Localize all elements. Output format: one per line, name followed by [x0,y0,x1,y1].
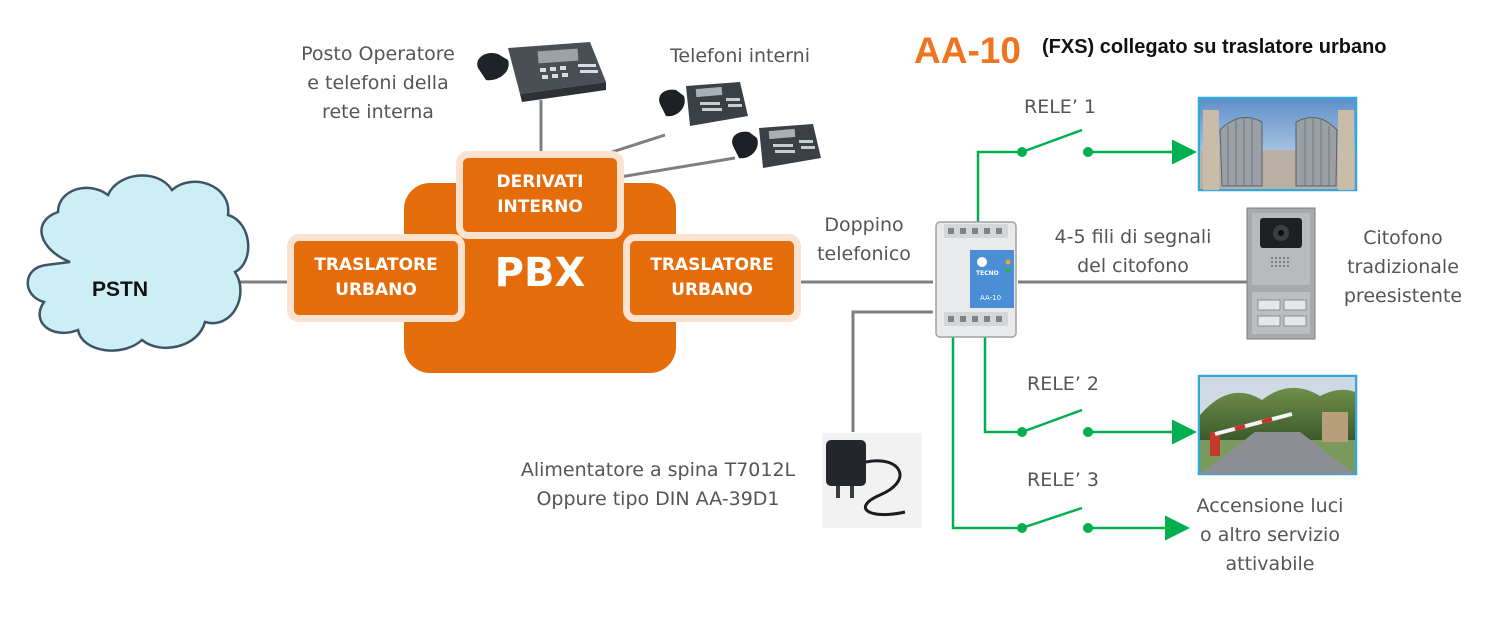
din-device-icon: TECNO AA-10 [935,221,1017,338]
lights-label-line3: attivabile [1225,553,1315,575]
extensions-box-line1: DERIVATI [496,172,584,192]
power-supply-label-line2: Oppure tipo DIN AA-39D1 [536,488,780,510]
intercom-label-line2: tradizionale [1347,256,1459,278]
pbx-label: PBX [494,250,586,296]
desk-phone-icon [477,42,606,102]
operator-label-line3: rete interna [322,101,434,123]
lights-label-line1: Accensione luci [1196,495,1344,517]
relay-contacts [1017,147,1093,533]
power-supply-label-line1: Alimentatore a spina T7012L [520,459,796,481]
desk-phone-icon [659,82,748,126]
trunk-box-left-line2: URBANO [335,280,417,300]
pstn-label: PSTN [91,278,148,301]
trunk-box-right-line1: TRASLATORE [650,255,774,275]
intercom-wires-label-line1: 4-5 fili di segnali [1054,226,1212,248]
extensions-box: DERIVATI INTERNO [456,151,624,239]
operator-label-line2: e telefoni della [307,72,449,94]
phone2-link [619,156,736,179]
lights-label: Accensione luci o altro servizio attivab… [1192,492,1348,579]
pair-label: Doppino telefonico [804,211,924,269]
operator-label-line1: Posto Operatore [301,43,455,65]
phone1-link [611,133,666,154]
barrier-photo-icon [1197,374,1358,476]
internal-phones-label: Telefoni interni [670,45,810,67]
relay3-wire [951,335,1022,530]
gate-photo-icon [1197,96,1358,192]
operator-label: Posto Operatore e telefoni della rete in… [288,40,468,127]
pair-label-line1: Doppino [824,214,904,236]
trunk-box-left: TRASLATORE URBANO [287,234,465,322]
trunk-box-right-line2: URBANO [671,280,753,300]
intercom-label-line1: Citofono [1363,227,1443,249]
device-model-label: AA-10 [980,294,1001,302]
intercom-label: Citofono tradizionale preesistente [1330,224,1476,311]
cloud-icon [26,174,250,352]
gray-links [225,100,1255,432]
model-title: AA-10 [914,30,1021,71]
relay1-label: RELE’ 1 [1024,96,1096,118]
device-brand-label: TECNO [976,270,999,277]
intercom-panel-icon [1246,207,1316,340]
intercom-label-line3: preesistente [1343,285,1463,307]
extensions-box-line2: INTERNO [497,197,583,217]
pair-label-line2: telefonico [817,243,911,265]
relay2-label: RELE’ 2 [1027,373,1099,395]
power-adapter-icon [822,433,922,528]
intercom-wires-label: 4-5 fili di segnali del citofono [1038,223,1228,281]
trunk-box-left-line1: TRASLATORE [314,255,438,275]
relay2-wire [983,335,1022,434]
power-link [851,310,933,432]
lights-label-line2: o altro servizio [1200,524,1340,546]
relay1-wire [976,150,1022,222]
relay3-label: RELE’ 3 [1027,469,1099,491]
trunk-box-right: TRASLATORE URBANO [623,234,801,322]
desk-phone-icon [732,124,821,168]
power-supply-label: Alimentatore a spina T7012L Oppure tipo … [505,456,811,514]
relay-lines [951,128,1197,541]
intercom-wires-label-line2: del citofono [1077,255,1189,277]
title-subtitle: (FXS) collegato su traslatore urbano [1042,36,1387,58]
